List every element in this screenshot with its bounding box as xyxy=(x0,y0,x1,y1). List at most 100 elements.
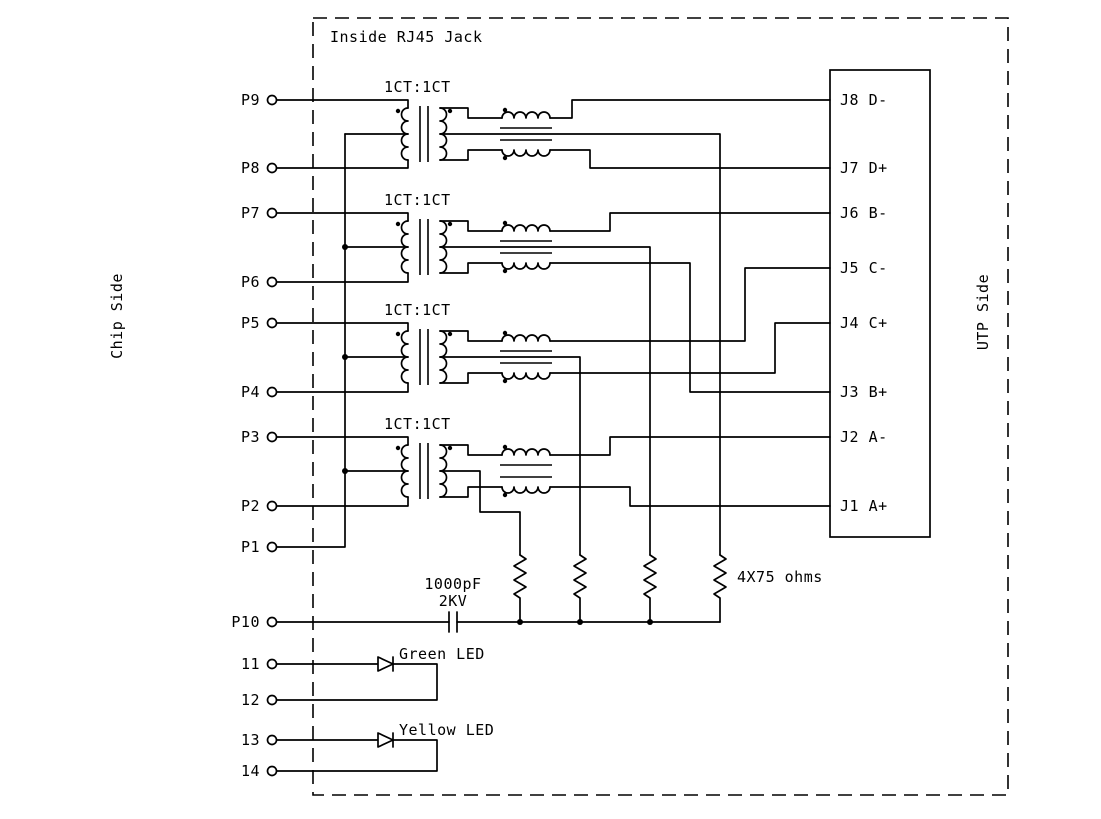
utp-output-wires xyxy=(549,99,831,169)
transformer-ratio-label: 1CT:1CT xyxy=(384,301,451,319)
pin-terminal-p9 xyxy=(266,94,278,106)
junction-dot xyxy=(342,244,348,250)
termination-tap-wire xyxy=(439,470,521,556)
phase-dot xyxy=(502,107,508,113)
transformer-ratio-label: 1CT:1CT xyxy=(384,415,451,433)
jack-boundary-label: Inside RJ45 Jack xyxy=(330,28,483,46)
termination-tap-wire xyxy=(439,356,581,556)
termination-tap-wire xyxy=(439,246,651,556)
choke-core xyxy=(500,240,552,254)
green-led-label: Green LED xyxy=(399,645,485,663)
pin-terminal-11 xyxy=(266,658,278,670)
chip-pin-label-p9: P9 xyxy=(241,91,260,109)
choke-top-winding xyxy=(501,334,551,342)
phase-dot xyxy=(395,108,401,114)
phase-dot xyxy=(502,492,508,498)
transformer-ratio-label: 1CT:1CT xyxy=(384,78,451,96)
green-led-circuit: Green LED xyxy=(276,645,485,701)
utp-pin-label-j2: J2 A- xyxy=(840,428,888,446)
channel-2-b-pair: 1CT:1CT xyxy=(276,191,831,556)
chip-pin-label-p10: P10 xyxy=(231,613,260,631)
phase-dot xyxy=(395,445,401,451)
phase-dot xyxy=(502,444,508,450)
phase-dot xyxy=(502,268,508,274)
secondary-leads xyxy=(439,107,503,161)
chip-pins: P9 P8 P7 P6 P5 P4 P3 P2 P1 P10 11 12 13 … xyxy=(231,91,278,780)
utp-pin-label-j4: J4 C+ xyxy=(840,314,888,332)
pin-terminal-p3 xyxy=(266,431,278,443)
transformer-core xyxy=(419,106,429,162)
pin-terminal-p8 xyxy=(266,162,278,174)
phase-dot xyxy=(502,155,508,161)
pin-terminal-p6 xyxy=(266,276,278,288)
chip-pin-label-11: 11 xyxy=(241,655,260,673)
phase-dot xyxy=(502,330,508,336)
transformer-core xyxy=(419,443,429,499)
chip-pin-label-p8: P8 xyxy=(241,159,260,177)
secondary-leads xyxy=(439,220,503,274)
utp-pin-label-j8: J8 D- xyxy=(840,91,888,109)
choke-core xyxy=(500,350,552,364)
secondary-leads xyxy=(439,444,503,498)
capacitor-rating-label: 2KV xyxy=(439,592,468,610)
chip-pin-label-p4: P4 xyxy=(241,383,260,401)
chip-wires xyxy=(276,212,409,283)
pin-terminal-p10 xyxy=(266,616,278,628)
junction-dot xyxy=(647,619,653,625)
chip-pin-label-p1: P1 xyxy=(241,538,260,556)
choke-bottom-winding xyxy=(501,262,551,270)
capacitor-value-label: 1000pF xyxy=(424,575,481,593)
phase-dot xyxy=(447,331,453,337)
transformer-ratio-label: 1CT:1CT xyxy=(384,191,451,209)
chip-pin-label-p6: P6 xyxy=(241,273,260,291)
phase-dot xyxy=(447,221,453,227)
chip-pin-label-p2: P2 xyxy=(241,497,260,515)
termination-tap-wire xyxy=(439,133,721,556)
channel-4-a-pair: 1CT:1CT xyxy=(276,415,831,556)
utp-output-wires xyxy=(549,212,831,393)
phase-dot xyxy=(447,445,453,451)
resistor-1 xyxy=(513,554,527,623)
utp-pin-label-j6: J6 B- xyxy=(840,204,888,222)
pin-terminal-p4 xyxy=(266,386,278,398)
choke-top-winding xyxy=(501,448,551,456)
transformer-core xyxy=(419,329,429,385)
transformer-core xyxy=(419,219,429,275)
chip-pin-label-13: 13 xyxy=(241,731,260,749)
p1-center-tap-bus xyxy=(276,133,348,548)
pin-terminal-p2 xyxy=(266,500,278,512)
phase-dot xyxy=(395,221,401,227)
phase-dot xyxy=(502,378,508,384)
channel-3-c-pair: 1CT:1CT xyxy=(276,267,831,556)
chip-pin-label-p7: P7 xyxy=(241,204,260,222)
connector-outline xyxy=(829,69,931,538)
resistor-3 xyxy=(643,554,657,623)
led-wires xyxy=(276,739,438,772)
junction-dot xyxy=(517,619,523,625)
chip-pin-label-14: 14 xyxy=(241,762,260,780)
chip-pin-label-p3: P3 xyxy=(241,428,260,446)
chip-wires xyxy=(276,436,409,507)
led-wires xyxy=(276,663,438,701)
choke-bottom-winding xyxy=(501,372,551,380)
junction-dot xyxy=(577,619,583,625)
pin-terminal-p1 xyxy=(266,541,278,553)
utp-pin-label-j7: J7 D+ xyxy=(840,159,888,177)
yellow-led-circuit: Yellow LED xyxy=(276,721,494,772)
secondary-leads xyxy=(439,330,503,384)
pin-terminal-12 xyxy=(266,694,278,706)
utp-output-wires xyxy=(549,436,831,507)
pin-terminal-p5 xyxy=(266,317,278,329)
utp-pin-label-j1: J1 A+ xyxy=(840,497,888,515)
pin-terminal-p7 xyxy=(266,207,278,219)
yellow-led-diode-icon xyxy=(377,732,394,748)
junction-dot xyxy=(342,468,348,474)
phase-dot xyxy=(395,331,401,337)
capacitor: 1000pF 2KV xyxy=(276,575,481,633)
chip-wires xyxy=(276,322,409,393)
pin-terminal-14 xyxy=(266,765,278,777)
green-led-diode-icon xyxy=(377,656,394,672)
pin-terminal-13 xyxy=(266,734,278,746)
choke-core xyxy=(500,464,552,478)
